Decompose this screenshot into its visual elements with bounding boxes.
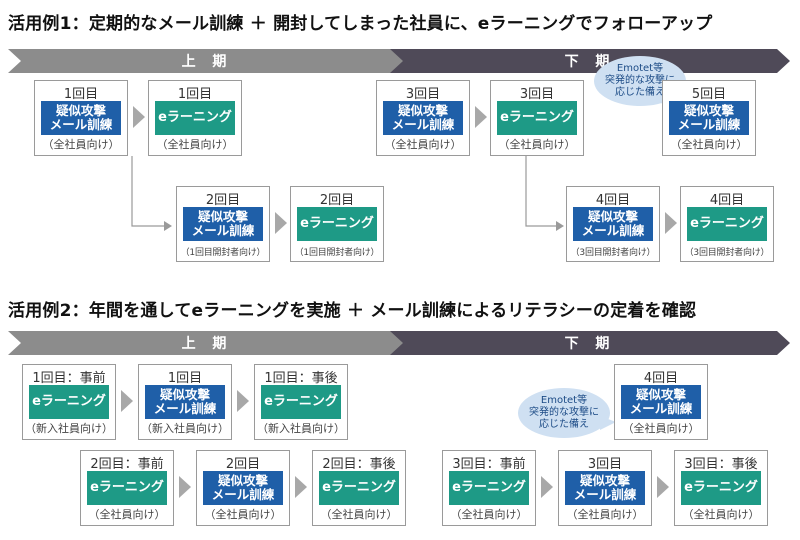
- step-audience: （新入社員向け）: [257, 422, 345, 435]
- ex2-step-2-post-elearn: 2回目：事後 eラーニング （全社員向け）: [312, 450, 406, 526]
- flow-arrow-icon: [121, 390, 133, 412]
- step-label: 3回目: [587, 457, 623, 472]
- step-type: 疑似攻撃 メール訓練: [669, 101, 749, 135]
- step-audience: （全社員向け）: [622, 422, 700, 435]
- step-label: 1回目: [177, 87, 213, 102]
- step-type: eラーニング: [687, 207, 767, 241]
- ex2-step-1-post-elearn: 1回目：事後 eラーニング （新入社員向け）: [254, 364, 348, 440]
- step-label: 4回目: [709, 193, 745, 208]
- example2-title: 活用例2：年間を通してeラーニングを実施 ＋ メール訓練によるリテラシーの定着を…: [8, 301, 697, 321]
- step-type: 疑似攻撃 メール訓練: [145, 385, 225, 419]
- ex2-step-3-mail: 3回目 疑似攻撃 メール訓練 （全社員向け）: [558, 450, 652, 526]
- step-type: eラーニング: [319, 471, 399, 505]
- step-audience: （新入社員向け）: [25, 422, 113, 435]
- ex1-connectors: [0, 0, 800, 260]
- flow-arrow-icon: [275, 212, 287, 234]
- step-audience: （全社員向け）: [88, 508, 166, 521]
- ex2-second-half-band: 下 期: [390, 331, 790, 355]
- step-label: 1回目：事後: [264, 371, 338, 386]
- step-audience: （1回目開封者向け）: [294, 248, 380, 258]
- step-type: eラーニング: [297, 207, 377, 241]
- ex1-step-3-elearn: 3回目 eラーニング （全社員向け）: [490, 80, 584, 156]
- step-type: 疑似攻撃 メール訓練: [203, 471, 283, 505]
- step-audience: （3回目開封者向け）: [570, 248, 656, 258]
- step-type: 疑似攻撃 メール訓練: [183, 207, 263, 241]
- step-label: 2回目: [319, 193, 355, 208]
- flow-arrow-icon: [665, 212, 677, 234]
- step-audience: （全社員向け）: [384, 138, 462, 151]
- ex2-step-4-mail: 4回目 疑似攻撃 メール訓練 （全社員向け）: [614, 364, 708, 440]
- step-audience: （全社員向け）: [682, 508, 760, 521]
- ex1-step-3-mail: 3回目 疑似攻撃 メール訓練 （全社員向け）: [376, 80, 470, 156]
- step-audience: （新入社員向け）: [141, 422, 229, 435]
- ex2-step-1-pre-elearn: 1回目：事前 eラーニング （新入社員向け）: [22, 364, 116, 440]
- example1-title: 活用例1：定期的なメール訓練 ＋ 開封してしまった社員に、eラーニングでフォロー…: [8, 14, 713, 34]
- step-audience: （1回目開封者向け）: [180, 248, 266, 258]
- step-audience: （全社員向け）: [320, 508, 398, 521]
- flow-arrow-icon: [541, 476, 553, 498]
- ex1-step-5-mail: 5回目 疑似攻撃 メール訓練 （全社員向け）: [662, 80, 756, 156]
- flow-arrow-icon: [657, 476, 669, 498]
- ex2-step-3-pre-elearn: 3回目：事前 eラーニング （全社員向け）: [442, 450, 536, 526]
- step-label: 3回目: [405, 87, 441, 102]
- flow-arrow-icon: [237, 390, 249, 412]
- step-audience: （全社員向け）: [498, 138, 576, 151]
- step-label: 4回目: [595, 193, 631, 208]
- step-label: 2回目: [225, 457, 261, 472]
- flow-arrow-icon: [295, 476, 307, 498]
- step-type: 疑似攻撃 メール訓練: [383, 101, 463, 135]
- step-type: eラーニング: [681, 471, 761, 505]
- ex1-step-1-mail: 1回目 疑似攻撃 メール訓練 （全社員向け）: [34, 80, 128, 156]
- ex2-step-2-pre-elearn: 2回目：事前 eラーニング （全社員向け）: [80, 450, 174, 526]
- step-type: eラーニング: [29, 385, 109, 419]
- ex2-step-3-post-elearn: 3回目：事後 eラーニング （全社員向け）: [674, 450, 768, 526]
- step-type: 疑似攻撃 メール訓練: [573, 207, 653, 241]
- step-type: eラーニング: [497, 101, 577, 135]
- step-audience: （全社員向け）: [450, 508, 528, 521]
- step-type: eラーニング: [261, 385, 341, 419]
- bubble-tail: [600, 416, 616, 430]
- flow-arrow-icon: [475, 106, 487, 128]
- ex1-step-1-elearn: 1回目 eラーニング （全社員向け）: [148, 80, 242, 156]
- ex1-step-4-mail: 4回目 疑似攻撃 メール訓練 （3回目開封者向け）: [566, 186, 660, 262]
- step-label: 3回目: [519, 87, 555, 102]
- step-label: 1回目: [167, 371, 203, 386]
- step-label: 1回目：事前: [32, 371, 106, 386]
- ex1-step-2-mail: 2回目 疑似攻撃 メール訓練 （1回目開封者向け）: [176, 186, 270, 262]
- step-audience: （全社員向け）: [670, 138, 748, 151]
- ex1-first-half-band: 上 期: [8, 49, 406, 73]
- step-audience: （全社員向け）: [204, 508, 282, 521]
- step-label: 3回目：事前: [452, 457, 526, 472]
- ex1-step-2-elearn: 2回目 eラーニング （1回目開封者向け）: [290, 186, 384, 262]
- ex2-step-1-mail: 1回目 疑似攻撃 メール訓練 （新入社員向け）: [138, 364, 232, 440]
- flow-arrow-icon: [133, 106, 145, 128]
- step-label: 2回目：事後: [322, 457, 396, 472]
- ex2-step-2-mail: 2回目 疑似攻撃 メール訓練 （全社員向け）: [196, 450, 290, 526]
- step-label: 3回目：事後: [684, 457, 758, 472]
- step-type: 疑似攻撃 メール訓練: [621, 385, 701, 419]
- step-audience: （3回目開封者向け）: [684, 248, 770, 258]
- step-label: 5回目: [691, 87, 727, 102]
- flow-arrow-icon: [179, 476, 191, 498]
- step-audience: （全社員向け）: [566, 508, 644, 521]
- step-type: 疑似攻撃 メール訓練: [565, 471, 645, 505]
- step-type: eラーニング: [449, 471, 529, 505]
- step-audience: （全社員向け）: [156, 138, 234, 151]
- step-type: eラーニング: [87, 471, 167, 505]
- step-label: 4回目: [643, 371, 679, 386]
- ex2-first-half-band: 上 期: [8, 331, 406, 355]
- step-label: 2回目: [205, 193, 241, 208]
- step-label: 2回目：事前: [90, 457, 164, 472]
- step-type: eラーニング: [155, 101, 235, 135]
- ex1-second-half-band: 下 期: [390, 49, 790, 73]
- step-label: 1回目: [63, 87, 99, 102]
- ex1-step-4-elearn: 4回目 eラーニング （3回目開封者向け）: [680, 186, 774, 262]
- ex2-emotet-bubble: Emotet等 突発的な攻撃に 応じた備え: [518, 388, 610, 438]
- step-audience: （全社員向け）: [42, 138, 120, 151]
- step-type: 疑似攻撃 メール訓練: [41, 101, 121, 135]
